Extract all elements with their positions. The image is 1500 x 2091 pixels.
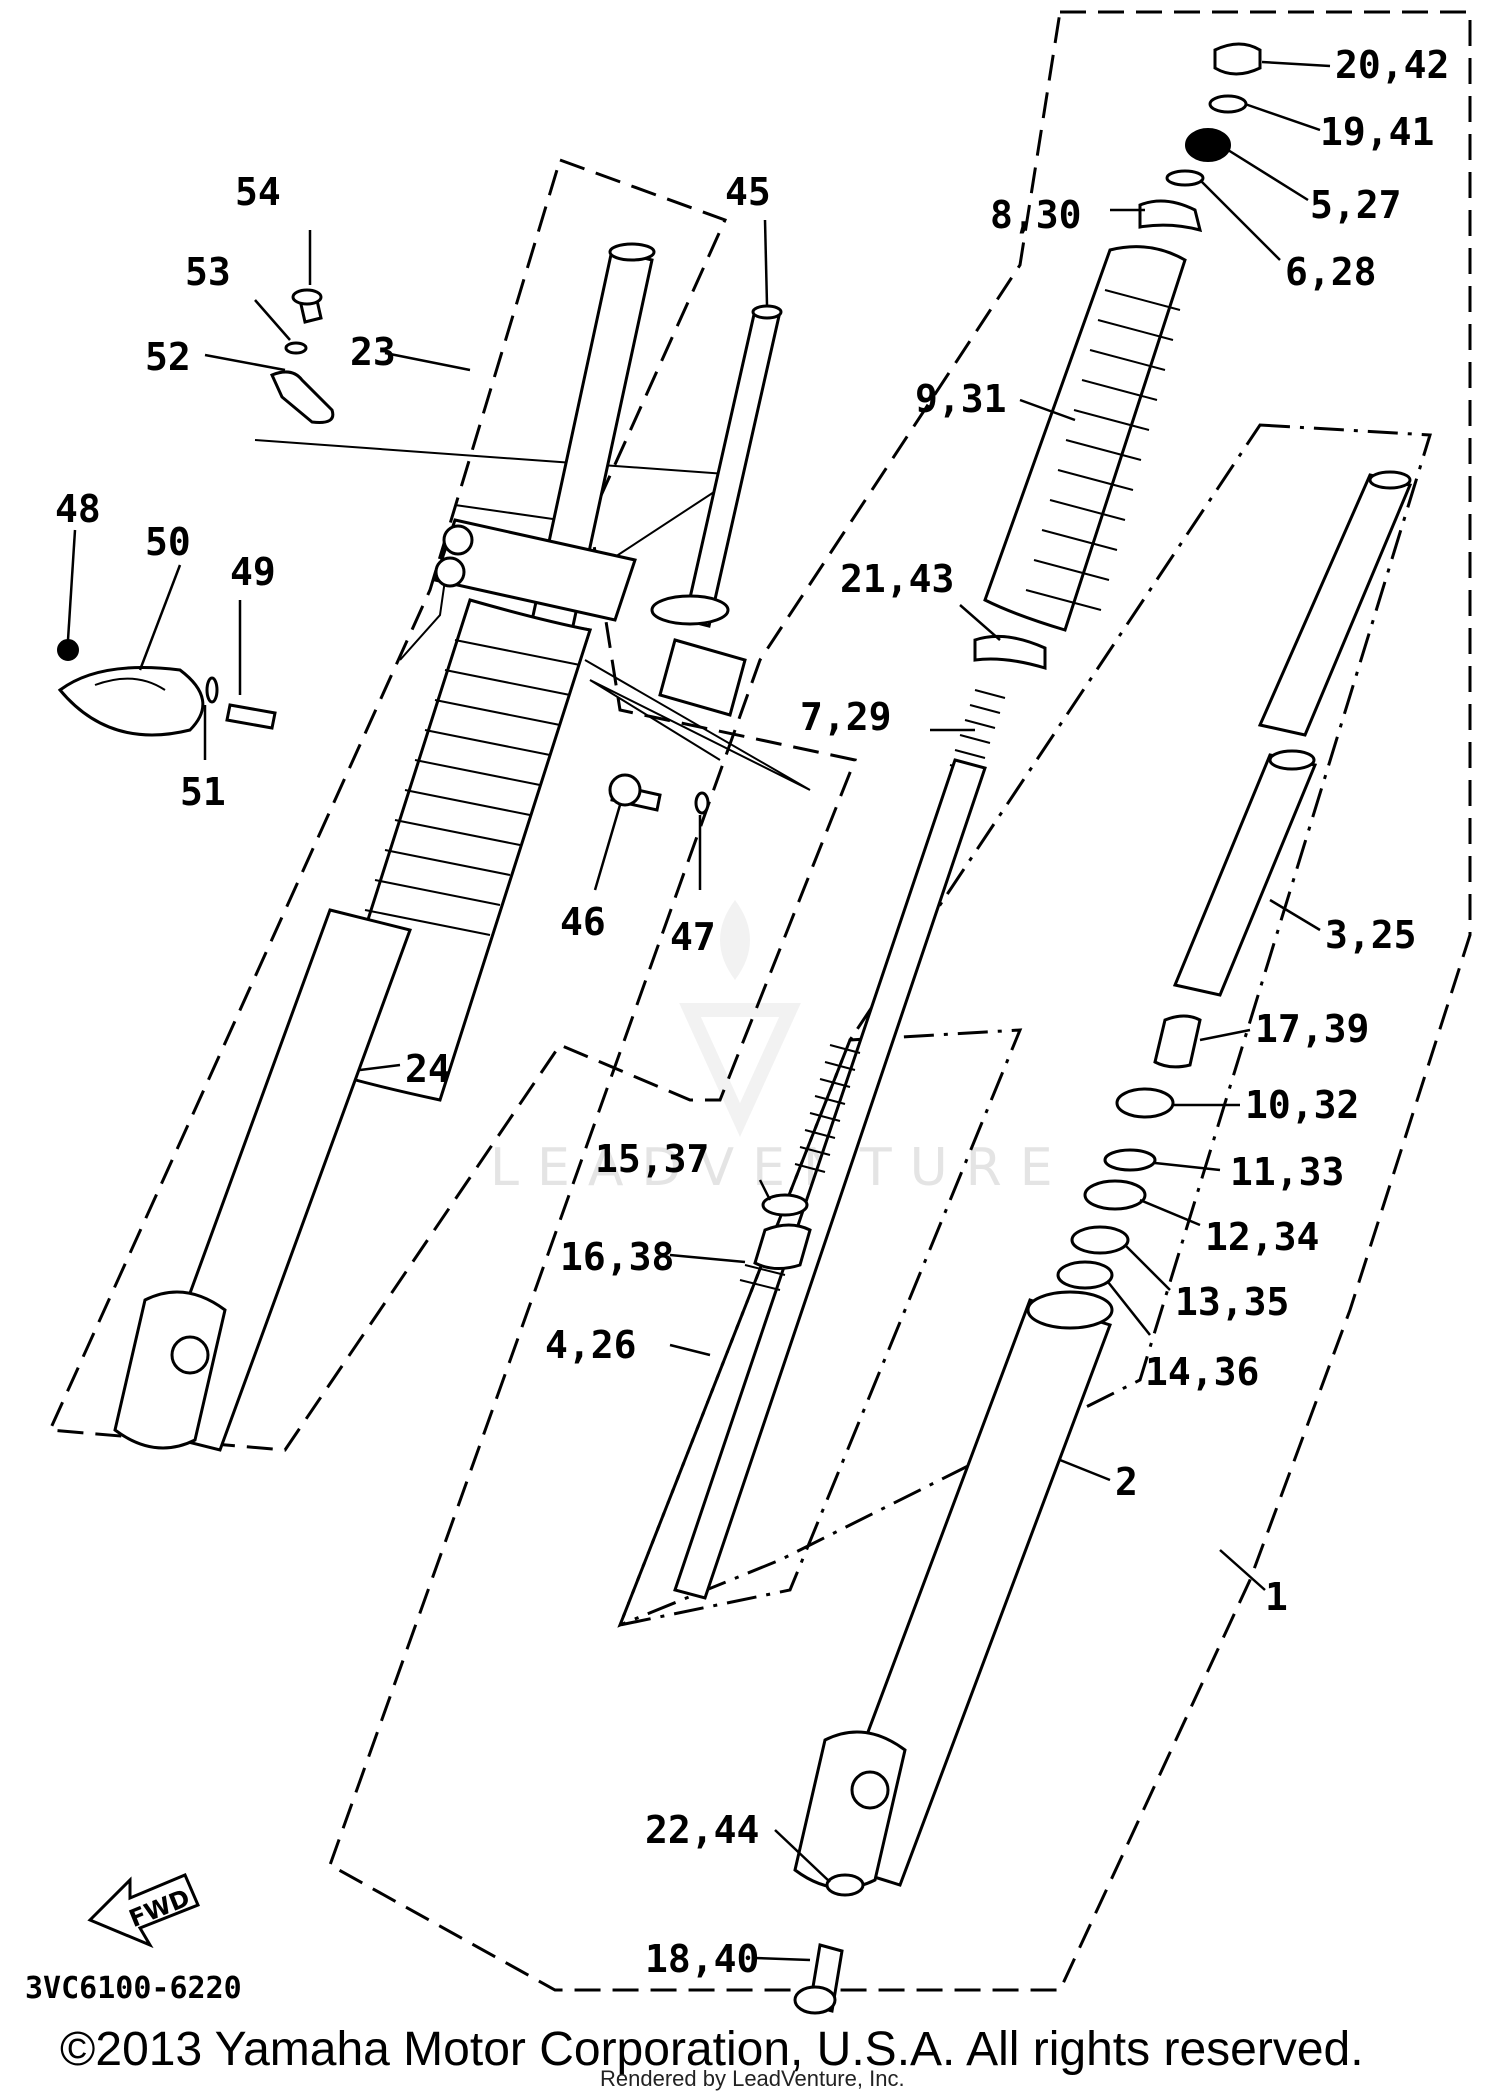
callout-12-34: 12,34	[1205, 1215, 1319, 1259]
callout-50: 50	[145, 520, 191, 564]
forward-arrow-icon: FWD	[87, 1873, 200, 1949]
callout-54: 54	[235, 170, 281, 214]
callout-19-41: 19,41	[1320, 110, 1434, 154]
left-fork-assembly	[113, 242, 783, 1452]
callout-6-28: 6,28	[1285, 250, 1377, 294]
small-hardware-54-53-52	[269, 288, 335, 424]
watermark-logo	[679, 900, 801, 1137]
callout-45: 45	[725, 170, 771, 214]
callout-9-31: 9,31	[915, 377, 1007, 421]
callout-10-32: 10,32	[1245, 1083, 1359, 1127]
callout-52: 52	[145, 335, 191, 379]
callout-51: 51	[180, 770, 226, 814]
callout-1: 1	[1265, 1575, 1288, 1619]
callout-20-42: 20,42	[1335, 43, 1449, 87]
watermark-text: LEADVENTURE	[490, 1138, 1071, 1198]
right-fork-parts	[673, 42, 1413, 2015]
callout-labels: 20,42 19,41 5,27 6,28 8,30 9,31 21,43 7,…	[55, 43, 1449, 1981]
diagram-code: 3VC6100-6220	[25, 1971, 242, 2006]
callout-8-30: 8,30	[990, 193, 1082, 237]
callout-5-27: 5,27	[1310, 183, 1402, 227]
lever-bracket-assembly	[57, 639, 277, 737]
callout-18-40: 18,40	[645, 1937, 759, 1981]
callout-24: 24	[405, 1047, 451, 1091]
callout-15-37: 15,37	[595, 1137, 709, 1181]
callout-16-38: 16,38	[560, 1235, 674, 1279]
callout-4-26: 4,26	[545, 1323, 637, 1367]
callout-3-25: 3,25	[1325, 913, 1417, 957]
rendered-by-notice: Rendered by LeadVenture, Inc.	[600, 2066, 905, 2091]
callout-49: 49	[230, 550, 276, 594]
assembly-outline-24	[47, 158, 858, 1452]
copyright-notice: ©2013 Yamaha Motor Corporation, U.S.A. A…	[60, 2023, 1364, 2076]
callout-53: 53	[185, 250, 231, 294]
assembly-outline-4-26	[617, 1028, 1023, 1628]
bolt-46-washer-47	[608, 773, 710, 815]
callout-46: 46	[560, 900, 606, 944]
leader-lines	[66, 60, 1331, 1962]
callout-21-43: 21,43	[840, 557, 954, 601]
callout-11-33: 11,33	[1230, 1150, 1344, 1194]
callout-17-39: 17,39	[1255, 1007, 1369, 1051]
callout-2: 2	[1115, 1460, 1138, 1504]
callout-48: 48	[55, 487, 101, 531]
callout-7-29: 7,29	[800, 695, 892, 739]
callout-13-35: 13,35	[1175, 1280, 1289, 1324]
bolt-reference-lines	[584, 659, 811, 791]
callout-22-44: 22,44	[645, 1808, 759, 1852]
callout-47: 47	[670, 915, 716, 959]
callout-23: 23	[350, 330, 396, 374]
callout-14-36: 14,36	[1145, 1350, 1259, 1394]
